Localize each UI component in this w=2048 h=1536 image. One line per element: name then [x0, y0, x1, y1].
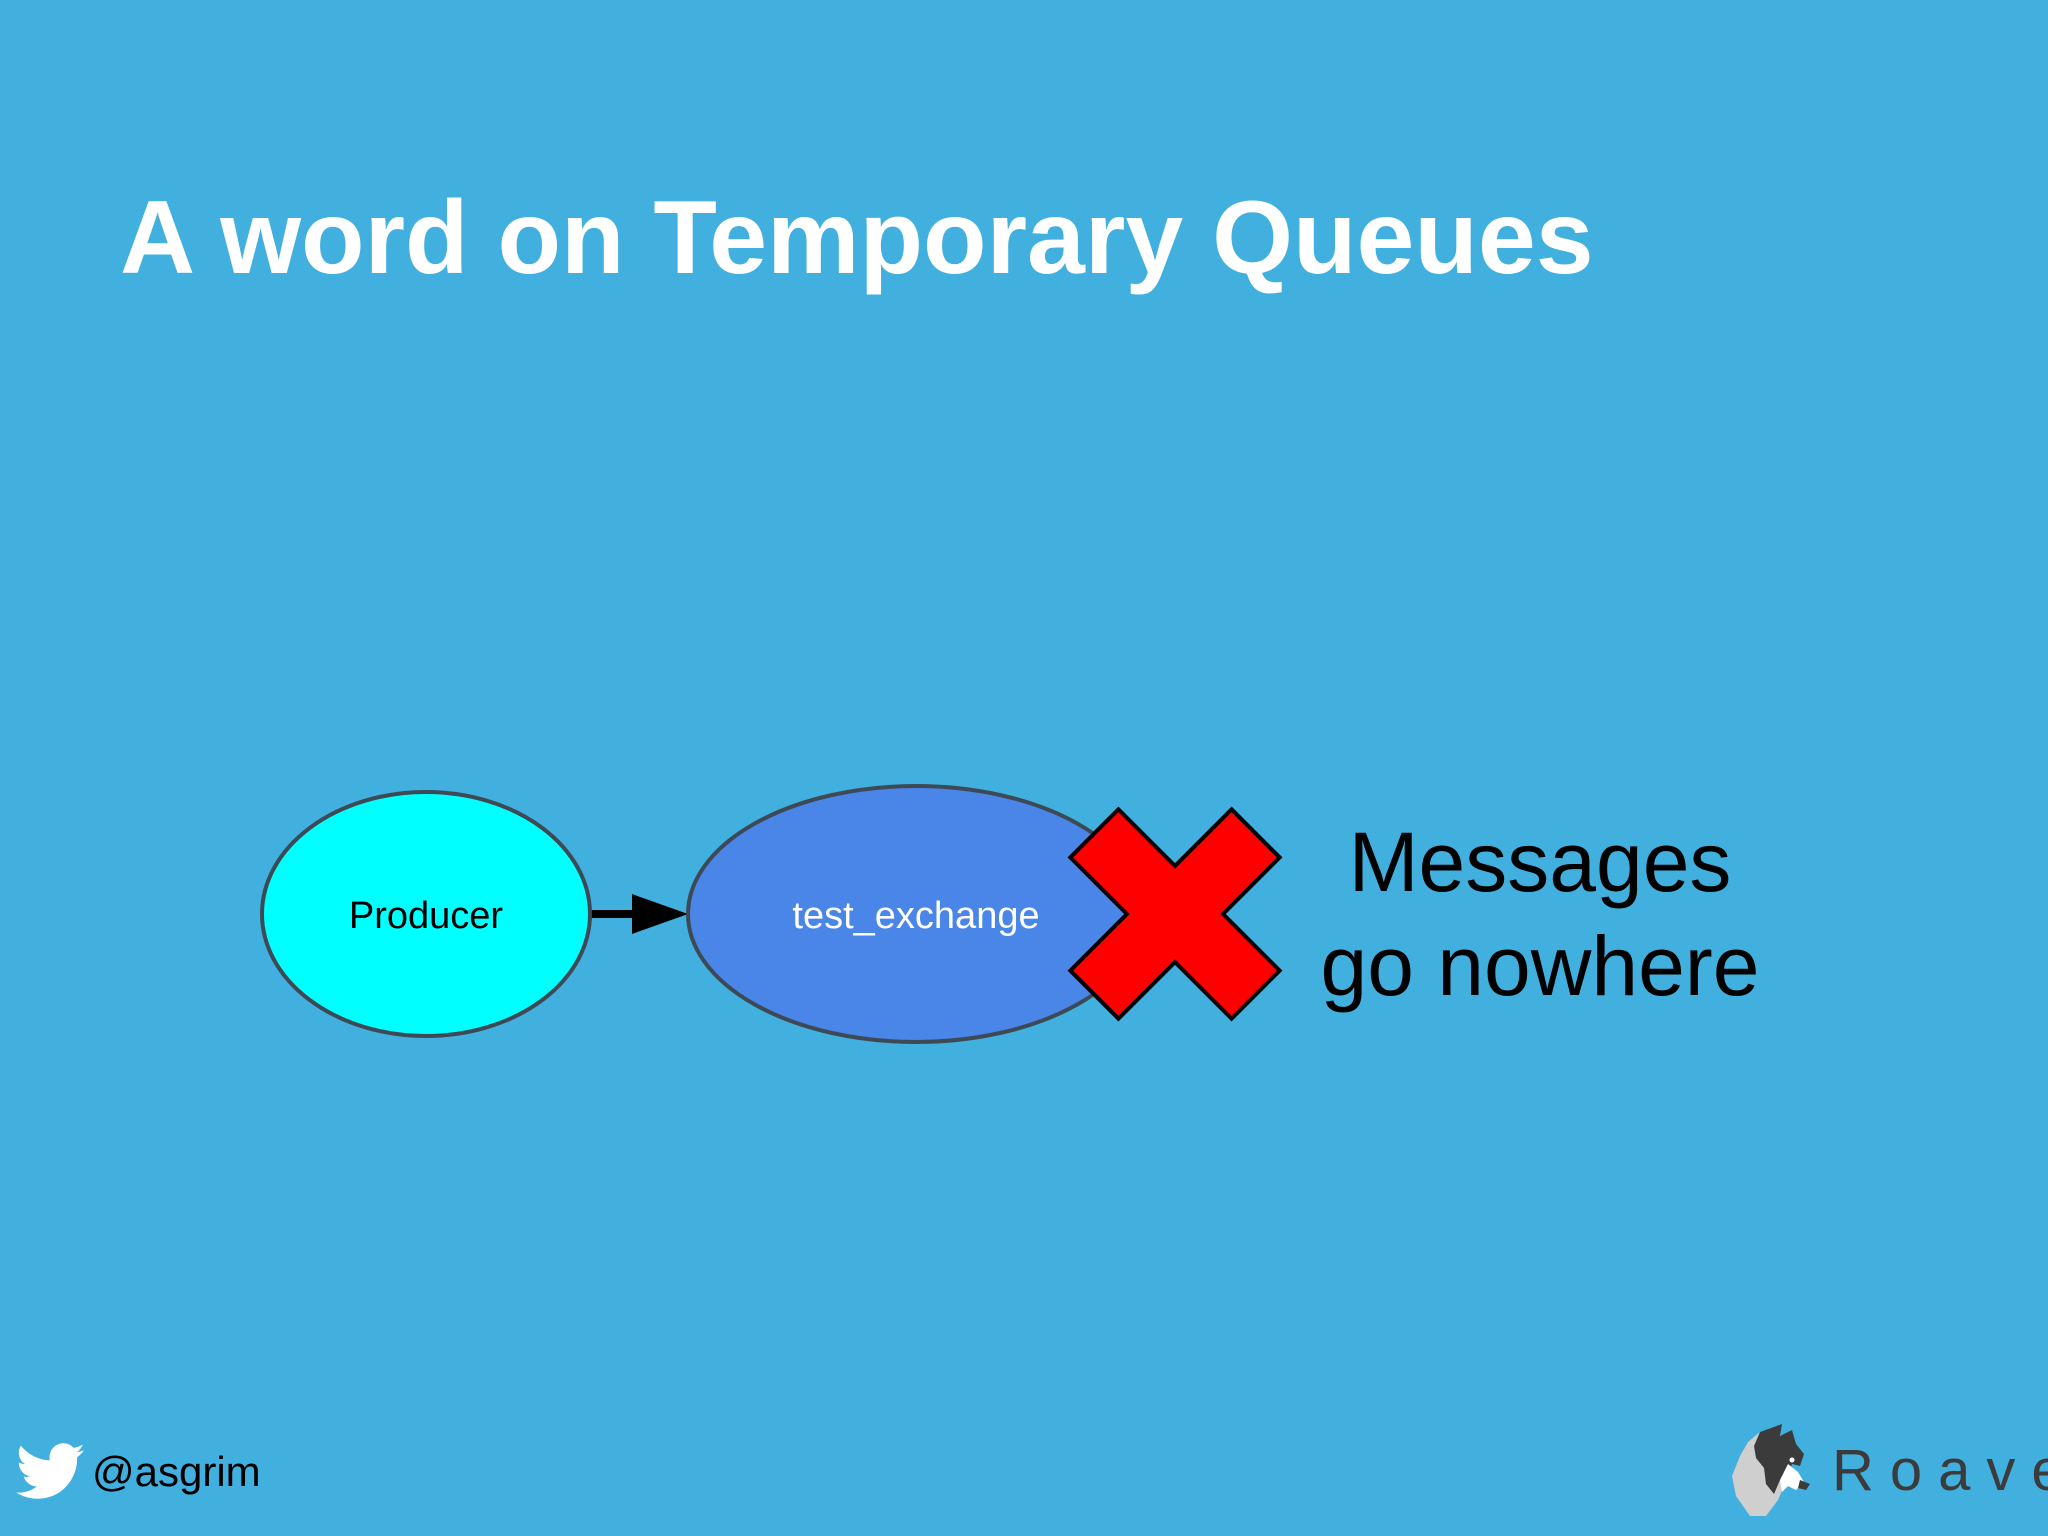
edge-producer-to-exchange: [590, 894, 688, 934]
red-x-icon: [1067, 806, 1283, 1022]
node-test-exchange: test_exchange: [686, 784, 1146, 1044]
producer-label: Producer: [349, 895, 504, 937]
diagram-caption: Messages go nowhere: [1290, 810, 1790, 1018]
brand-logo: Roave: [1730, 1420, 2048, 1520]
twitter-bird-icon: [16, 1443, 85, 1499]
producer-ellipse: [260, 790, 592, 1038]
twitter-credit: @asgrim: [16, 1440, 261, 1504]
arrowhead-icon: [632, 894, 688, 934]
twitter-handle: @asgrim: [92, 1448, 261, 1495]
slide-title: A word on Temporary Queues: [120, 180, 1594, 296]
brand-name: Roave: [1832, 1437, 2048, 1503]
roave-dog-logo-icon: [1732, 1424, 1810, 1516]
node-producer: Producer: [260, 790, 592, 1038]
caption-line-1: Messages: [1348, 815, 1732, 909]
test-exchange-label: test_exchange: [792, 895, 1039, 937]
caption-line-2: go nowhere: [1320, 919, 1760, 1013]
